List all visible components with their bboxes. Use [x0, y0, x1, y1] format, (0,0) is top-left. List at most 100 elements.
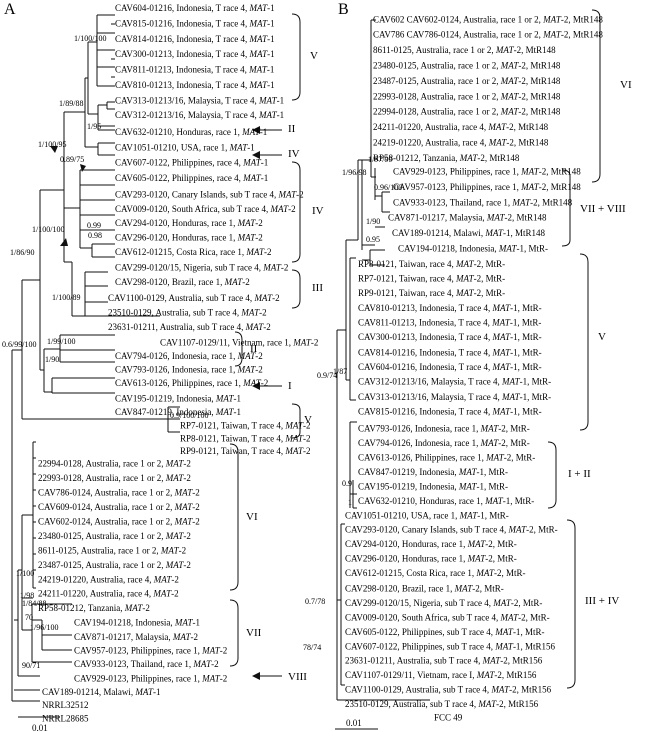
tree-b-branches — [336, 19, 430, 701]
leaf-label: CAV815-01216, Indonesia, T race 4, MAT-1 — [115, 19, 275, 29]
leaf-label: CAV810-01213, Indonesia, T race 4, MAT-1 — [115, 80, 275, 90]
support-value: 78/74 — [303, 643, 321, 652]
leaf-label: RP8-0121, Taiwan, race 4, MAT-2, MtR- — [358, 259, 505, 269]
clade-label: IV — [288, 148, 300, 160]
support-value: 1/100/89 — [52, 293, 80, 302]
leaf-label: CAV847-01219, Indonesia, MAT-1 — [115, 407, 241, 417]
leaf-label: CAV793-0126, Indonesia, race 1, MAT-2 — [115, 365, 263, 375]
leaf-label: CAV293-0120, Canary Islands, sub T race … — [345, 525, 558, 535]
leaf-label: CAV602 CAV602-0124, Australia, race 1 or… — [373, 14, 603, 24]
leaf-label: CAV189-01214, Malawi, MAT-1 — [42, 687, 161, 697]
support-value: 1/96/98 — [342, 168, 366, 177]
leaf-label: RP9-0121, Taiwan, race 4, MAT-2, MtR- — [358, 288, 505, 298]
support-value: 1/99/100 — [47, 337, 75, 346]
leaf-label: CAV298-0120, Brazil, race 1, MAT-2, MtR- — [345, 584, 504, 594]
leaf-label: CAV312-01213/16, Malaysia, T race 4, MAT… — [115, 110, 284, 120]
arrowheads-a — [50, 126, 260, 680]
leaf-label: NRRL28685 — [42, 713, 89, 723]
leaf-label: CAV794-0126, Indonesia, race 1, MAT-2, M… — [358, 438, 530, 448]
leaf-label: CAV602-0124, Australia, race 1 or 2, MAT… — [38, 516, 200, 526]
support-value: 1/100 — [16, 569, 34, 578]
leaf-label: CAV194-01218, Indonesia, MAT-1, MtR- — [398, 244, 548, 254]
leaf-label: CAV814-01216, Indonesia, T race 4, MAT-1… — [358, 348, 542, 358]
clade-label: V — [304, 414, 312, 426]
leaf-label: RP7-0121, Taiwan, race 4, MAT-2, MtR- — [358, 273, 505, 283]
leaf-label: CAV605-0122, Philippines, race 4, MAT-1 — [115, 173, 268, 183]
leaf-label: CAV605-0122, Philippines, sub T race 4, … — [345, 627, 544, 637]
support-value: 1/97/99 — [368, 155, 392, 164]
support-value: 0.9/100/100 — [170, 411, 208, 420]
clade-label: I — [288, 380, 292, 392]
leaf-label: CAV1107-0129/11, Vietnam, race I, MAT-2,… — [345, 670, 537, 680]
leaf-label: CAV609-0124, Australia, race 1 or 2, MAT… — [38, 502, 200, 512]
leaf-label: CAV957-0123, Philippines, race 1, MAT-2 — [74, 646, 227, 656]
leaf-label: CAV612-01215, Costa Rica, race 1, MAT-2 — [115, 247, 272, 257]
leaf-label: 24219-01220, Australia, race 4, MAT-2, M… — [373, 138, 549, 148]
leaf-label: 22994-0128, Australia, race 1 or 2, MAT-… — [38, 459, 191, 469]
leaf-label: CAV957-0123, Philippines, race 1, MAT-2,… — [393, 182, 581, 192]
clade-label: I + II — [568, 468, 591, 480]
clade-label: VII — [246, 627, 262, 639]
leaf-label: 22993-0128, Australia, race 1 or 2, MAT-… — [373, 91, 561, 101]
leaf-label: CAV300-01213, Indonesia, T race 4, MAT-1… — [358, 332, 542, 342]
leaf-label: RP8-0121, Taiwan, T race 4, MAT-2 — [180, 433, 311, 443]
leaf-label: RP7-0121, Taiwan, T race 4, MAT-2 — [180, 421, 311, 431]
support-value: 1/86/90 — [10, 248, 34, 257]
leaf-label: CAV871-01217, Malaysia, MAT-2 — [74, 632, 198, 642]
panel-label-a: A — [4, 1, 16, 18]
leaf-label: 8611-0125, Australia, race 1 or 2, MAT-2… — [373, 45, 556, 55]
support-value: 90/71 — [22, 661, 40, 670]
support-value: 0.99 — [87, 221, 101, 230]
leaf-label: CAV811-01213, Indonesia, T race 4, MAT-1 — [115, 65, 274, 75]
leaf-label: CAV298-0120, Brazil, race 1, MAT-2 — [115, 277, 250, 287]
leaf-label: CAV299-0120/15, Nigeria, sub T race 4, M… — [115, 263, 288, 273]
support-value: 1/98 — [20, 591, 34, 600]
clade-label: VIII — [288, 671, 307, 683]
leaf-label: CAV612-01215, Costa Rica, race 1, MAT-2,… — [345, 568, 526, 578]
support-value: 0.9/74 — [317, 371, 337, 380]
leaf-label: 24211-01220, Australia, race 4, MAT-2, M… — [373, 122, 549, 132]
scale-label-a: 0.01 — [32, 723, 48, 732]
leaf-label: CAV299-0120/15, Nigeria, sub T race 4, M… — [345, 598, 542, 608]
leaf-label: CAV313-01213/16, Malaysia, T race 4, MAT… — [115, 95, 284, 105]
leaf-label: 8611-0125, Australia, race 1 or 2, MAT-2 — [38, 545, 186, 555]
clade-arrows-a — [256, 129, 282, 677]
leaf-label: CAV195-01219, Indonesia, MAT-1, MtR- — [358, 481, 508, 491]
leaf-label: CAV296-0120, Honduras, race 1, MAT-2, Mt… — [345, 554, 517, 564]
leaf-label: CAV815-01216, Indonesia, T race 4, MAT-1… — [358, 406, 542, 416]
clade-label: II — [288, 123, 296, 135]
leaf-label: RP9-0121, Taiwan, T race 4, MAT-2 — [180, 446, 311, 456]
leaf-label: RP58-01212, Tanzania, MAT-2, MtR148 — [373, 153, 520, 163]
leaf-label: 23487-0125, Australia, race 1 or 2, MAT-… — [38, 560, 191, 570]
tree-a-branches — [11, 14, 180, 702]
leaf-label: 23510-0129, Australia, sub T race 4, MAT… — [345, 699, 539, 709]
support-value: 1/100/100 — [32, 225, 64, 234]
leaf-label: CAV929-0123, Philippines, race 1, MAT-2 — [74, 674, 227, 684]
leaf-label: CAV613-0126, Philippines, race 1, MAT-2,… — [358, 453, 535, 463]
leaf-label: CAV607-0122, Philippines, race 4, MAT-1 — [115, 158, 268, 168]
clade-label: IV — [312, 205, 324, 217]
clade-label: V — [598, 331, 606, 343]
support-value: 1/100/100 — [74, 34, 106, 43]
support-value: 0.95 — [366, 235, 380, 244]
clade-label: III — [312, 282, 323, 294]
leaf-label: CAV296-0120, Honduras, race 1, MAT-2 — [115, 233, 263, 243]
leaf-label: CAV604-01216, Indonesia, T race 4, MAT-1 — [115, 3, 275, 13]
leaf-label: CAV933-0123, Thailand, race 1, MAT-2 — [74, 659, 219, 669]
leaf-label: CAV1100-0129, Australia, sub T race 4, M… — [108, 293, 280, 303]
panel-label-b: B — [338, 1, 349, 18]
leaf-label: CAV1051-01210, USA, race 1, MAT-1, MtR- — [345, 510, 509, 520]
leaf-label: CAV814-01216, Indonesia, T race 4, MAT-1 — [115, 34, 275, 44]
leaf-label: 23631-01211, Australia, sub T race 4, MA… — [345, 656, 543, 666]
leaf-label: NRRL32512 — [42, 700, 89, 710]
leaf-label: CAV793-0126, Indonesia, race 1, MAT-2, M… — [358, 424, 530, 434]
clade-label: II — [250, 343, 258, 355]
leaf-label: CAV195-01219, Indonesia, MAT-1 — [115, 394, 241, 404]
leaf-labels-a: CAV604-01216, Indonesia, T race 4, MAT-1… — [38, 3, 318, 723]
clade-label: VI — [246, 511, 258, 523]
support-value: 1/96/100 — [30, 623, 58, 632]
support-values-b: 1/97/991/96/980.96/1001/900.950.9/741/87… — [303, 155, 402, 652]
leaf-label: CAV604-01216, Indonesia, T race 4, MAT-1… — [358, 362, 542, 372]
